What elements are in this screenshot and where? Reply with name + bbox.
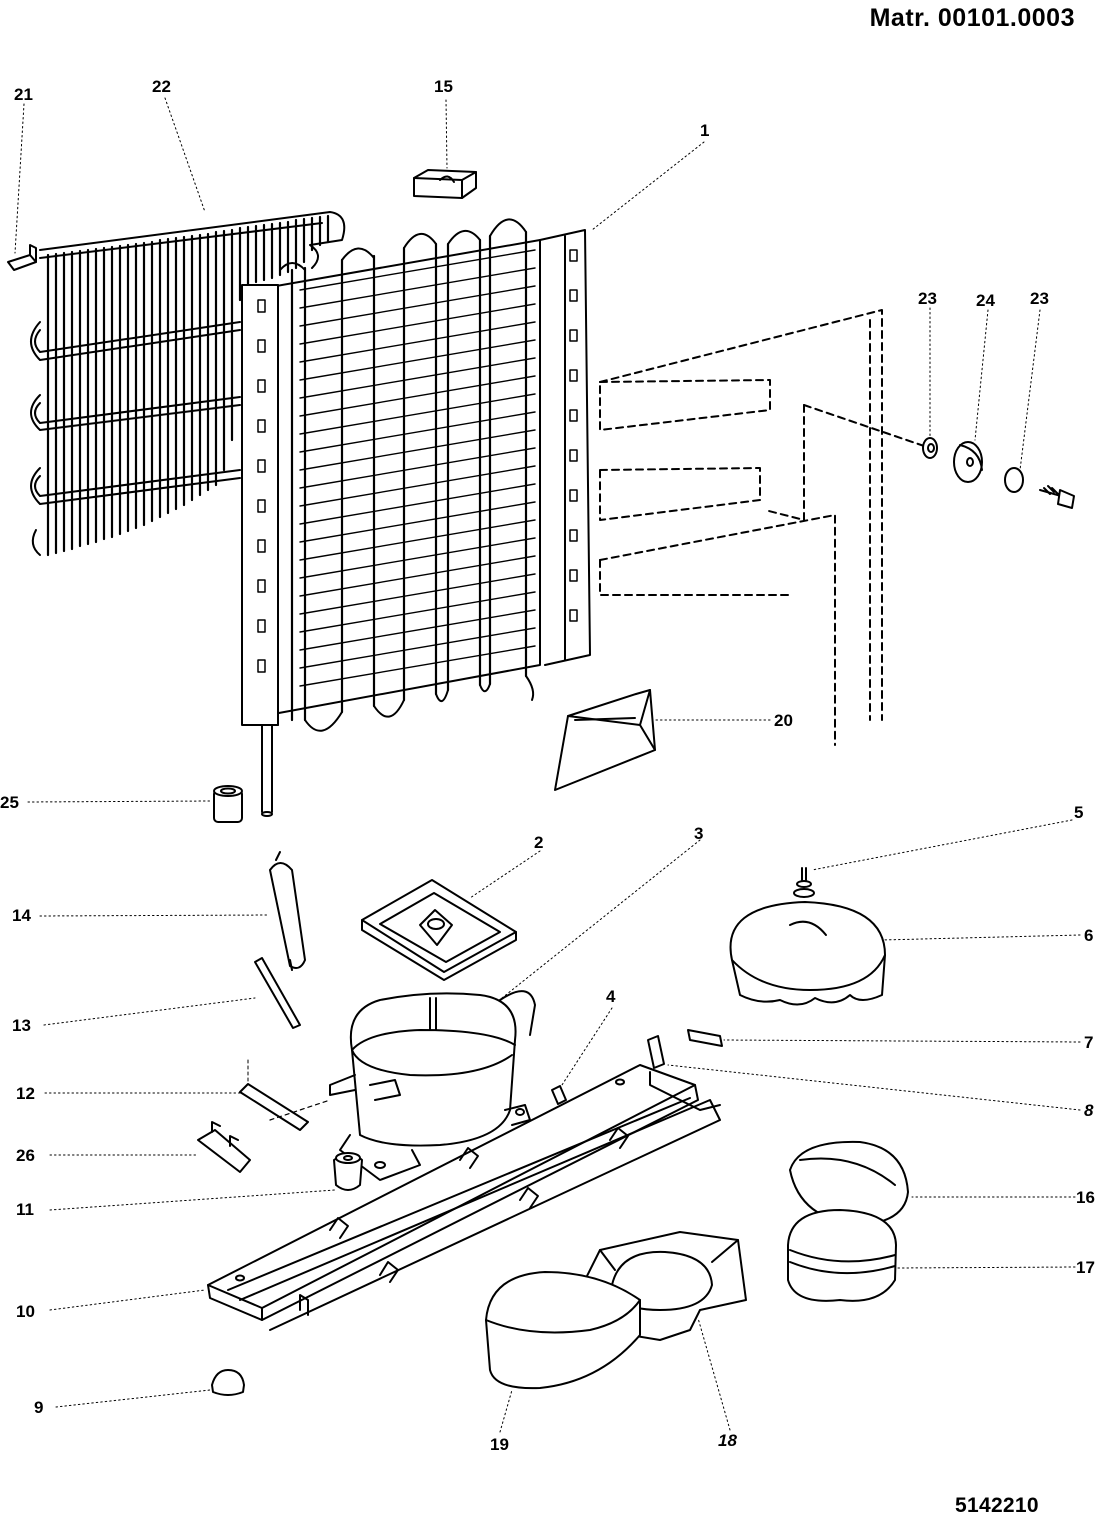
- clip-8: [647, 1035, 665, 1069]
- dashed-panel-outlines: [599, 309, 931, 746]
- clip-26: [197, 1121, 251, 1173]
- clip-21: [7, 244, 37, 271]
- filter-drier-14: [269, 851, 306, 971]
- condenser-coil-22: [30, 211, 346, 557]
- callout-18: 18: [718, 1431, 737, 1450]
- callout-17: 17: [1076, 1258, 1095, 1277]
- leader-lines: [14, 97, 1081, 1433]
- callout-21: 21: [14, 85, 33, 104]
- washer-23-right: [1004, 467, 1024, 493]
- cup-19: [485, 1271, 641, 1390]
- callout-6: 6: [1084, 926, 1094, 945]
- callout-9: 9: [34, 1398, 44, 1417]
- callout-19: 19: [490, 1435, 509, 1454]
- callout-11: 11: [16, 1200, 34, 1219]
- bolt-4: [551, 1085, 567, 1105]
- screw-5: [793, 867, 815, 898]
- callout-23-right: 23: [1030, 289, 1049, 308]
- grommet-24: [953, 441, 983, 483]
- callout-3: 3: [694, 824, 704, 843]
- drip-tray-2: [361, 879, 517, 981]
- callout-20: 20: [774, 711, 793, 730]
- callout-23-left: 23: [918, 289, 937, 308]
- foot-9: [211, 1369, 245, 1396]
- rubber-grommet-11: [333, 1152, 363, 1191]
- callout-10: 10: [16, 1302, 35, 1321]
- callout-16: 16: [1076, 1188, 1095, 1207]
- callout-25: 25: [0, 793, 19, 812]
- callout-4: 4: [606, 987, 616, 1006]
- relay-cover-6: [729, 901, 886, 1006]
- washer-23-left: [922, 437, 938, 459]
- callout-1: 1: [700, 121, 710, 140]
- callout-24: 24: [976, 291, 995, 310]
- drawing-material-code: Matr. 00101.0003: [869, 4, 1075, 32]
- screw-23: [1039, 485, 1075, 509]
- callout-5: 5: [1074, 803, 1084, 822]
- callout-13: 13: [12, 1016, 31, 1035]
- callout-2: 2: [534, 833, 544, 852]
- callout-26: 26: [16, 1146, 35, 1165]
- container-17: [787, 1209, 897, 1302]
- base-plate-10: [207, 1064, 721, 1331]
- bracket-20: [554, 689, 656, 791]
- callout-12: 12: [16, 1084, 35, 1103]
- callout-8: 8: [1084, 1101, 1094, 1120]
- callout-15: 15: [434, 77, 453, 96]
- bracket-12: [239, 1059, 331, 1131]
- block-15: [413, 169, 477, 199]
- clip-7: [687, 1029, 723, 1047]
- evaporator-plate-1: [241, 218, 591, 817]
- strip-13: [254, 957, 301, 1029]
- compressor-3: [329, 990, 536, 1181]
- callout-7: 7: [1084, 1033, 1094, 1052]
- callout-22: 22: [152, 77, 171, 96]
- cap-25: [213, 785, 243, 823]
- callout-14: 14: [12, 906, 31, 925]
- drawing-reference-number: 5142210: [955, 1494, 1039, 1517]
